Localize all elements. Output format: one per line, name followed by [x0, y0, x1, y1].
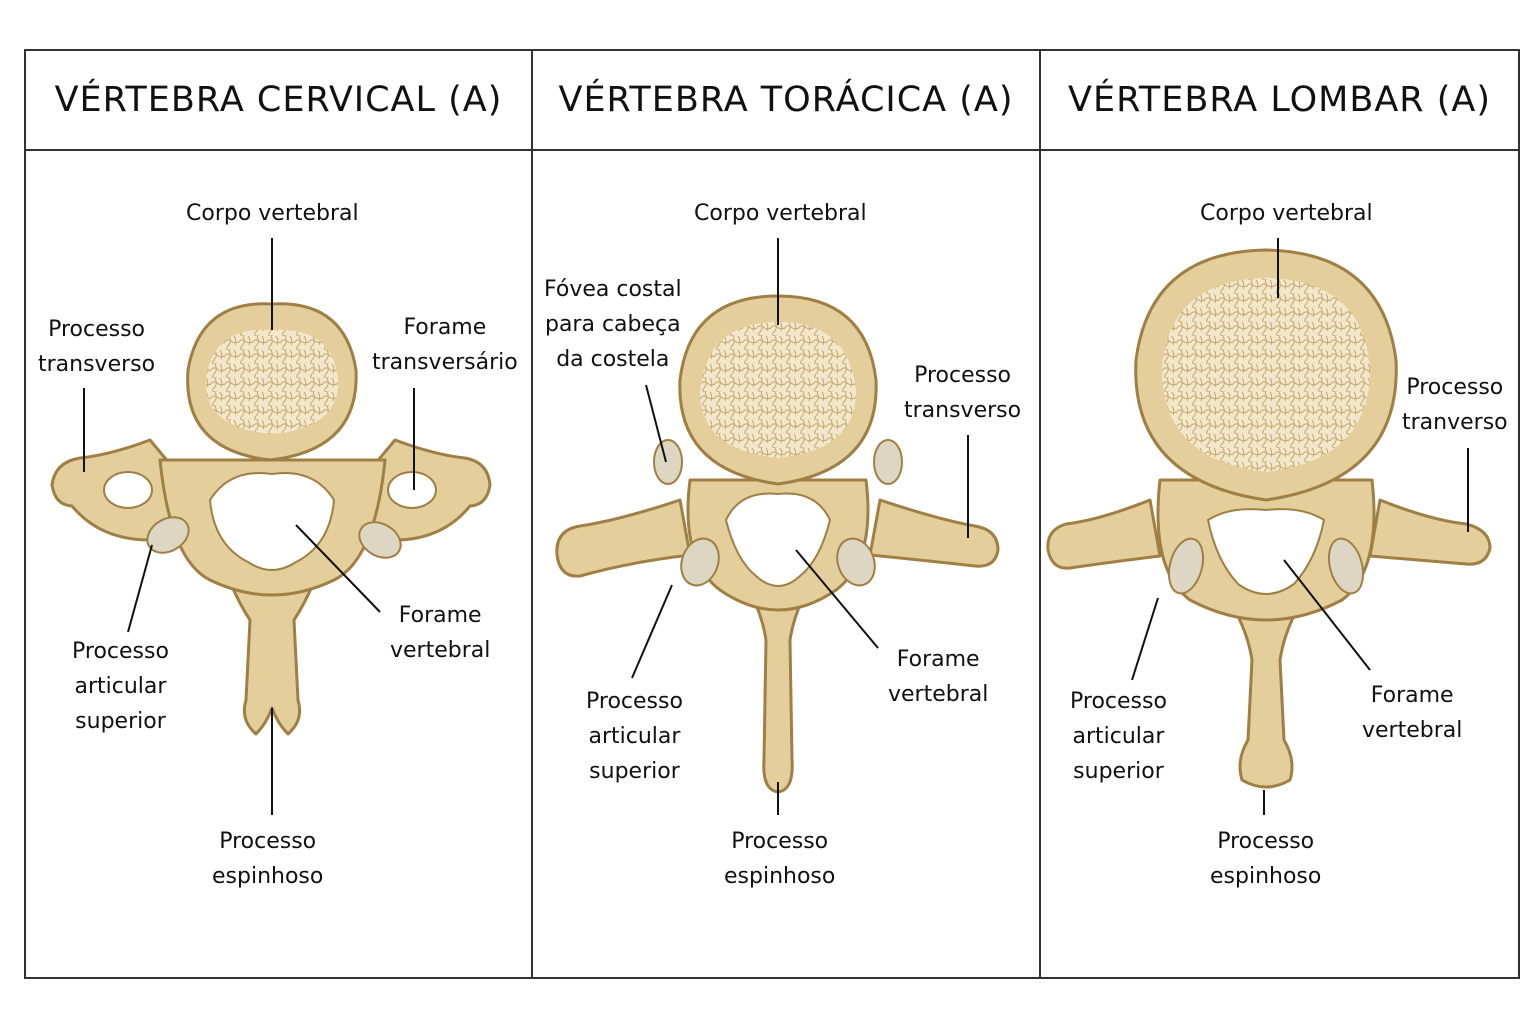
thoracic-right-transverse: [868, 498, 1000, 568]
cervical-vertebra: [50, 302, 492, 736]
label-line: Forame: [1370, 683, 1454, 708]
label-line: Processo: [1070, 689, 1167, 714]
label-line: espinhoso: [1210, 864, 1322, 889]
label-line: tranverso: [1402, 410, 1508, 435]
cervical-right-articular-facet: [358, 521, 402, 559]
thoracic-left-transverse: [555, 498, 692, 578]
label-processo-articular-superior: Processo articular superior: [1070, 684, 1167, 789]
cervical-right-transverse-foramen: [387, 471, 437, 509]
leader-line: [1283, 559, 1371, 671]
thoracic-vertebra: [555, 294, 1000, 794]
label-processo-transverso: Processo transverso: [38, 312, 155, 382]
label-line: Processo: [219, 829, 317, 854]
label-corpo-vertebral: Corpo vertebral: [694, 196, 867, 231]
label-line: Fóvea costal: [544, 277, 682, 302]
label-line: espinhoso: [212, 864, 324, 889]
leader-line: [631, 584, 673, 679]
label-line: articular: [1072, 724, 1165, 749]
column-divider: [1039, 49, 1041, 979]
label-forame-vertebral: Forame vertebral: [390, 598, 490, 668]
label-line: para cabeça: [544, 312, 681, 337]
label-line: Processo: [48, 317, 145, 342]
label-line: vertebral: [390, 638, 491, 663]
leader-line: [127, 544, 153, 633]
label-corpo-vertebral: Corpo vertebral: [186, 196, 359, 231]
label-line: superior: [1073, 759, 1164, 784]
label-line: vertebral: [888, 682, 989, 707]
panel-title-toracica: VÉRTEBRA TORÁCICA (A): [558, 80, 1014, 120]
label-processo-tranverso: Processo tranverso: [1402, 370, 1508, 440]
header-divider: [24, 149, 1520, 151]
panel-title-lombar: VÉRTEBRA LOMBAR (A): [1068, 80, 1491, 120]
cervical-body-spongy: [205, 329, 339, 434]
label-line: Forame: [896, 647, 980, 672]
thoracic-body-spongy: [700, 322, 856, 458]
label-line: Corpo vertebral: [186, 201, 359, 226]
leader-line: [645, 384, 667, 463]
label-line: Processo: [72, 639, 169, 664]
thoracic-left-articular-facet: [680, 537, 720, 587]
cervical-left-articular-facet: [146, 516, 190, 554]
label-line: Corpo vertebral: [1200, 201, 1373, 226]
leader-line: [795, 549, 879, 649]
thoracic-left-costal-fovea: [653, 439, 683, 485]
label-processo-transverso: Processo transverso: [904, 358, 1021, 428]
label-line: da costela: [556, 347, 670, 372]
label-line: Processo: [731, 829, 829, 854]
label-forame-vertebral: Forame vertebral: [888, 642, 988, 712]
label-line: Processo: [586, 689, 683, 714]
table-frame: [24, 49, 1520, 979]
cervical-vertebral-foramen: [208, 472, 336, 571]
label-line: Processo: [1217, 829, 1315, 854]
label-line: transverso: [38, 352, 156, 377]
label-line: articular: [74, 674, 167, 699]
label-line: Forame: [403, 315, 487, 340]
label-line: Processo: [1406, 375, 1504, 400]
label-line: articular: [588, 724, 681, 749]
panel-title-cervical: VÉRTEBRA CERVICAL (A): [54, 80, 503, 120]
lumbar-left-articular-facet: [1167, 537, 1205, 595]
thoracic-right-costal-fovea: [873, 439, 903, 485]
lumbar-body-spongy: [1162, 278, 1370, 472]
label-line: transversário: [372, 350, 518, 375]
label-forame-vertebral: Forame vertebral: [1362, 678, 1462, 748]
lumbar-spinous-process: [1213, 578, 1318, 789]
label-processo-articular-superior: Processo articular superior: [72, 634, 169, 739]
label-processo-espinhoso: Processo espinhoso: [1210, 824, 1321, 894]
leader-line: [1131, 597, 1159, 681]
thoracic-vertebral-foramen: [724, 492, 832, 587]
cervical-left-transverse-foramen: [103, 471, 153, 509]
label-line: vertebral: [1362, 718, 1463, 743]
label-processo-articular-superior: Processo articular superior: [586, 684, 683, 789]
label-forame-transversario: Forame transversário: [372, 310, 518, 380]
lumbar-right-articular-facet: [1327, 537, 1365, 595]
label-fovea-costal: Fóvea costal para cabeça da costela: [544, 272, 682, 377]
thoracic-right-articular-facet: [836, 537, 876, 587]
label-processo-espinhoso: Processo espinhoso: [724, 824, 835, 894]
label-line: Processo: [914, 363, 1011, 388]
leader-line: [295, 524, 381, 613]
label-line: superior: [589, 759, 680, 784]
label-corpo-vertebral: Corpo vertebral: [1200, 196, 1373, 231]
column-divider: [531, 49, 533, 979]
lumbar-vertebra: [1046, 248, 1492, 789]
label-line: Corpo vertebral: [694, 201, 867, 226]
lumbar-right-transverse: [1368, 498, 1492, 566]
label-line: superior: [75, 709, 166, 734]
label-line: transverso: [904, 398, 1022, 423]
lumbar-left-transverse: [1046, 498, 1162, 570]
label-processo-espinhoso: Processo espinhoso: [212, 824, 323, 894]
label-line: espinhoso: [724, 864, 836, 889]
label-line: Forame: [398, 603, 482, 628]
